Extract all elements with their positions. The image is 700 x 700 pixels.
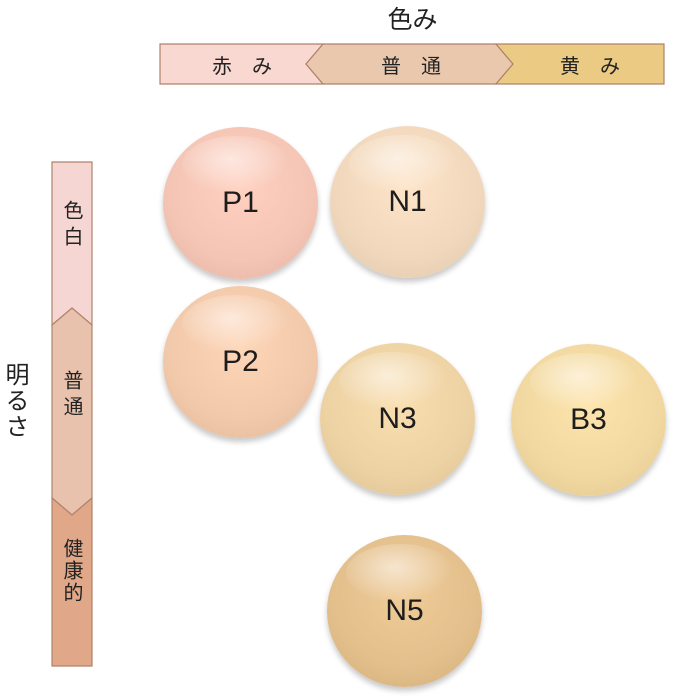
swatch-b3-label: B3 bbox=[570, 403, 607, 436]
brightness-segment-healthy-bg bbox=[51, 496, 93, 667]
swatch-n5-label: N5 bbox=[385, 594, 424, 627]
swatch-n1: N1 bbox=[330, 126, 485, 278]
brightness-segment-healthy-label: 健康的 bbox=[60, 538, 84, 604]
hue-scale-bar: 赤 み 普 通 黄 み bbox=[159, 43, 665, 85]
brightness-axis-title: 明るさ bbox=[1, 362, 29, 440]
hue-segment-yellow-label: 黄 み bbox=[560, 54, 620, 78]
swatch-p1-label: P1 bbox=[222, 186, 259, 219]
swatch-p2-label: P2 bbox=[222, 345, 259, 378]
brightness-segment-normal-label: 普通 bbox=[60, 370, 84, 422]
swatch-n3: N3 bbox=[320, 343, 475, 495]
brightness-scale-bar bbox=[51, 161, 93, 667]
hue-segment-normal-label: 普 通 bbox=[381, 54, 441, 78]
swatch-b3: B3 bbox=[511, 344, 666, 496]
hue-segment-yellow-bg bbox=[494, 43, 665, 85]
swatch-n5: N5 bbox=[327, 535, 482, 687]
hue-axis-title: 色み bbox=[387, 5, 438, 34]
swatch-p1: P1 bbox=[163, 127, 318, 279]
swatch-p2: P2 bbox=[163, 286, 318, 438]
brightness-segment-fair-label: 色白 bbox=[60, 200, 84, 252]
swatch-n3-label: N3 bbox=[378, 402, 417, 435]
swatch-n1-label: N1 bbox=[388, 185, 427, 218]
hue-segment-red-label: 赤 み bbox=[212, 54, 272, 78]
